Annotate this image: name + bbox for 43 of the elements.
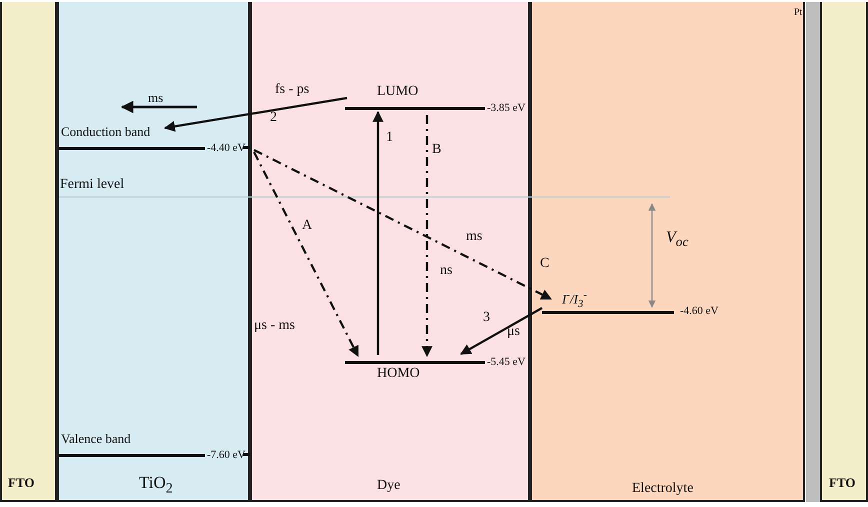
energy-level-line	[59, 126, 205, 150]
energy-level-line	[59, 433, 205, 457]
edge-label: ms	[466, 229, 482, 244]
edge-label: μs - ms	[254, 318, 295, 333]
energy-value: -4.40 eV	[207, 141, 246, 156]
voltage-label: V$_{oc}$	[666, 230, 688, 250]
level-label: Conduction band	[61, 124, 150, 139]
step-letter: A	[302, 218, 312, 233]
layer-label: Electrolyte	[632, 480, 694, 498]
level-label: Fermi level	[60, 177, 124, 192]
step-letter: B	[432, 142, 442, 157]
step-number: 3	[483, 310, 490, 325]
electrode-label: Pt	[794, 6, 802, 20]
energy-value: -7.60 eV	[207, 448, 246, 463]
edge-label: fs - ps	[275, 82, 310, 97]
arrow	[164, 96, 348, 132]
layer-label: FTO	[829, 474, 856, 491]
arrow	[460, 307, 543, 355]
arrow	[254, 149, 552, 300]
layer-panel	[530, 2, 805, 502]
energy-value: -4.60 eV	[680, 304, 718, 319]
level-label: HOMO	[377, 366, 420, 381]
level-label: Valence band	[61, 431, 131, 446]
layer-panel	[820, 2, 868, 502]
layer-label: FTO	[8, 474, 34, 491]
level-label: LUMO	[377, 84, 418, 99]
arrow	[253, 152, 359, 357]
arrow	[422, 115, 432, 358]
edge-label: 1	[386, 130, 393, 145]
energy-value: -5.45 eV	[487, 355, 526, 370]
arrow	[372, 110, 384, 355]
layer-panel	[0, 2, 57, 502]
layer-label: Dye	[377, 477, 400, 495]
layer-panel	[250, 2, 530, 502]
layer-label: TiO$_{2}$	[139, 472, 173, 498]
energy-level-line	[345, 86, 485, 110]
layer-panel	[57, 2, 250, 502]
edge-label: ns	[440, 263, 452, 278]
step-letter: C	[540, 256, 550, 271]
energy-value: -3.85 eV	[487, 101, 526, 116]
time-label: ms	[148, 90, 164, 105]
edge-label: μs	[507, 324, 520, 339]
step-number: 2	[270, 110, 277, 125]
